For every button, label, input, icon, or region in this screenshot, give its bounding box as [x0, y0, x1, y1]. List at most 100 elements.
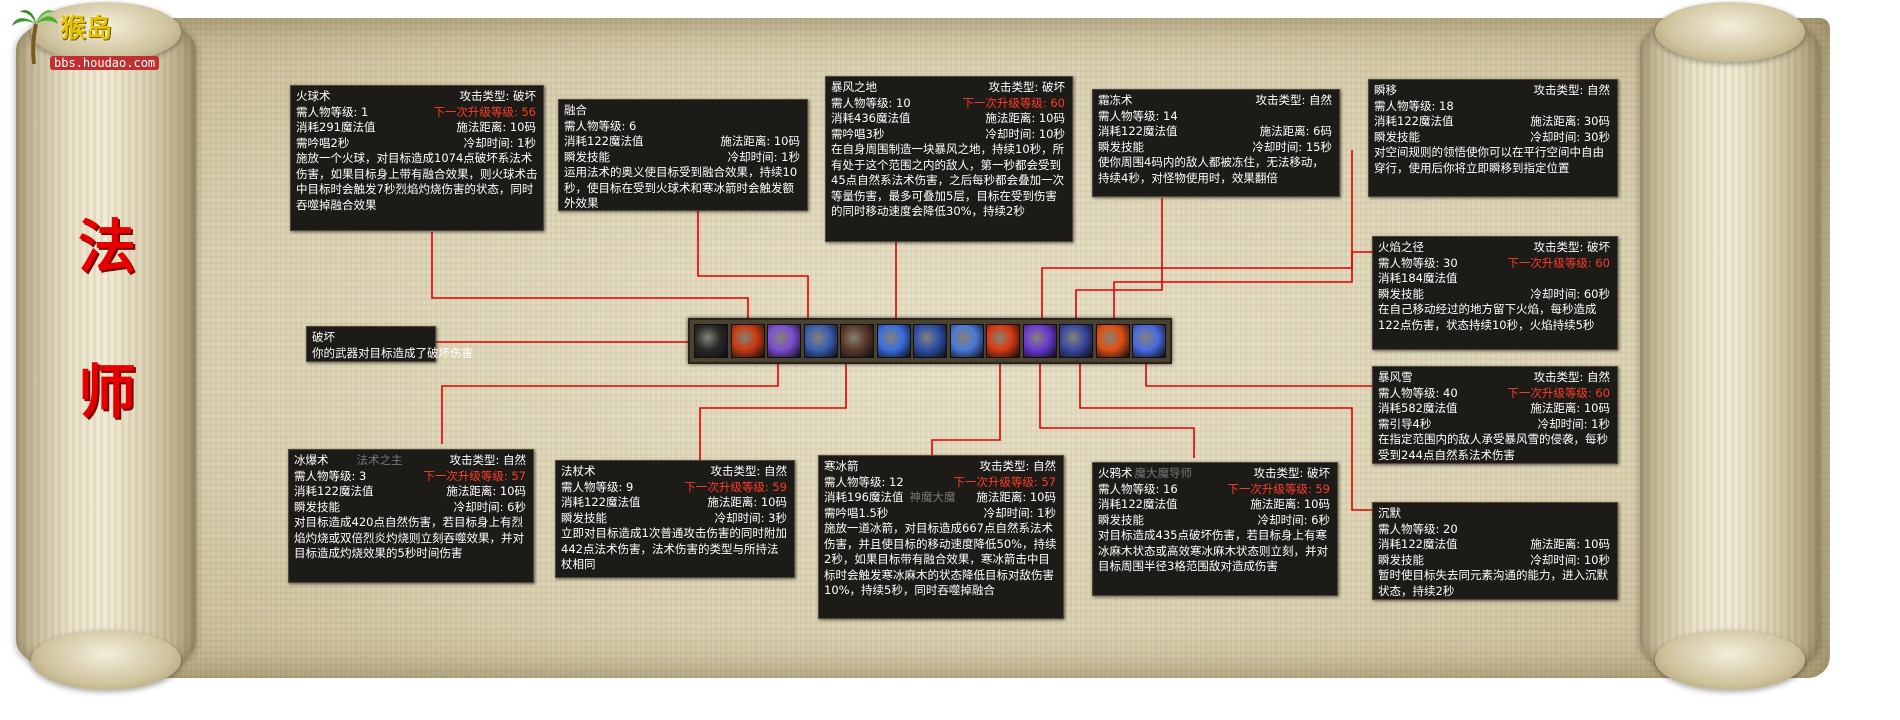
skill-description: 在自己移动经过的地方留下火焰，每秒造成122点伤害，状态持续10秒，火焰持续5秒 — [1378, 302, 1597, 332]
skill-range: 施法距离: 10码 — [976, 490, 1056, 504]
skill-name-text: 火鸦术 — [1098, 466, 1133, 480]
tornado-icon[interactable] — [876, 324, 911, 358]
skill-mana: 消耗122魔法值 — [1378, 537, 1458, 551]
skill-cast: 需吟唱1.5秒 — [824, 505, 889, 520]
skill-next-level: 下一次升级等级: 56 — [433, 104, 536, 119]
flame-explosion-icon[interactable] — [986, 324, 1020, 358]
palm-tree-icon — [12, 10, 58, 65]
skill-range: 施法距离: 10码 — [707, 495, 787, 509]
skill-cast: 瞬发技能 — [294, 499, 340, 514]
skill-mana: 消耗122魔法值 — [561, 495, 641, 509]
skill-description: 你的武器对目标造成了破坏伤害 — [312, 345, 473, 360]
logo-url[interactable]: bbs.houdao.com — [50, 56, 160, 70]
skill-name: 霜冻术 — [1098, 93, 1133, 107]
skill-mana: 消耗122魔法值 — [1374, 114, 1454, 128]
skill-cooldown: 冷却时间: 1秒 — [463, 135, 536, 150]
skill-description: 对目标造成435点破坏伤害，若目标身上有寒冰麻木状态或高效寒冰麻木状态则立刻，并… — [1098, 528, 1328, 573]
skill-cast: 需吟唱3秒 — [831, 126, 885, 141]
skill-level: 需人物等级: 3 — [294, 468, 367, 483]
ice-storm-icon[interactable] — [1132, 324, 1166, 358]
crow-icon[interactable] — [840, 324, 874, 358]
skill-name: 冰爆术法术之主 — [294, 453, 403, 469]
skill-type: 攻击类型: 自然 — [1533, 370, 1610, 384]
skill-level: 需人物等级: 30 — [1378, 255, 1458, 270]
skill-next-level: 下一次升级等级: 59 — [1227, 481, 1330, 496]
skill-type: 攻击类型: 自然 — [710, 464, 787, 478]
skill-cooldown: 冷却时间: 60秒 — [1530, 286, 1610, 301]
skill-range: 施法距离: 10码 — [720, 134, 800, 148]
right-scroll-bottom-curl — [1655, 630, 1805, 690]
vortex-icon[interactable] — [1022, 324, 1057, 358]
skill-panel-silence: 沉默 需人物等级: 20 消耗122魔法值施法距离: 10码 瞬发技能冷却时间:… — [1372, 502, 1618, 600]
skill-name: 暴风雪 — [1378, 370, 1413, 384]
skill-name: 暴风之地 — [831, 80, 877, 94]
ice-arrow-icon[interactable] — [913, 324, 947, 358]
skill-panel-frost: 霜冻术攻击类型: 自然 需人物等级: 14 消耗122魔法值施法距离: 6码 瞬… — [1092, 89, 1340, 197]
skill-mana: 消耗122魔法值 — [1098, 497, 1178, 511]
skill-range: 施法距离: 10码 — [985, 111, 1065, 125]
skill-cooldown: 冷却时间: 6秒 — [1257, 512, 1330, 527]
skill-description: 施放一个火球，对目标造成1074点破坏系法术伤害，如果目标身上带有融合效果，则火… — [296, 151, 538, 212]
skill-cast: 瞬发技能 — [1378, 552, 1424, 567]
skill-mana: 消耗582魔法值 — [1378, 401, 1458, 415]
skill-cast: 瞬发技能 — [1374, 129, 1420, 144]
skill-next-level: 下一次升级等级: 60 — [1507, 385, 1610, 400]
left-scroll-top-curl — [31, 2, 181, 62]
right-scroll-roll — [1640, 2, 1820, 690]
skill-tag: 神魔大魔 — [909, 490, 956, 504]
skill-type: 攻击类型: 自然 — [1255, 93, 1332, 107]
wand-icon[interactable] — [694, 324, 728, 358]
skill-next-level: 下一次升级等级: 57 — [953, 474, 1056, 489]
skill-cooldown: 冷却时间: 15秒 — [1252, 139, 1332, 154]
flame-path-icon[interactable] — [1095, 324, 1130, 358]
blizzard-icon[interactable] — [1059, 324, 1093, 358]
skill-cooldown: 冷却时间: 1秒 — [1537, 416, 1610, 431]
skill-name-text: 冰爆术 — [294, 453, 329, 467]
skill-cast: 瞬发技能 — [561, 510, 607, 525]
staff-skill-icon[interactable] — [803, 324, 838, 358]
skill-mana: 消耗122魔法值 — [564, 134, 644, 148]
skill-description: 立即对目标造成1次普通攻击伤害的同时附加442点法术伤害，法术伤害的类型与所持法… — [561, 526, 787, 571]
skill-mana: 消耗196魔法值神魔大魔 — [824, 490, 955, 506]
left-scroll-roll — [16, 2, 196, 690]
skill-mana: 消耗291魔法值 — [296, 120, 376, 134]
skill-tag: 魔大魔导师 — [1134, 466, 1193, 480]
skill-cooldown: 冷却时间: 1秒 — [983, 505, 1056, 520]
skill-description: 使你周围4码内的敌人都被冻住，无法移动，持续4秒，对怪物使用时，效果翻倍 — [1098, 155, 1324, 185]
skill-type: 攻击类型: 破坏 — [459, 89, 536, 103]
skill-panel-blink: 瞬移攻击类型: 自然 需人物等级: 18 消耗122魔法值施法距离: 30码 瞬… — [1368, 79, 1618, 197]
skill-mana: 消耗184魔法值 — [1378, 271, 1458, 285]
skill-next-level: 下一次升级等级: 59 — [684, 479, 787, 494]
skill-level: 需人物等级: 40 — [1378, 385, 1458, 400]
class-title-char-2: 师 — [78, 358, 137, 426]
skill-level: 需人物等级: 18 — [1374, 98, 1454, 113]
skill-description: 对空间规则的领悟使你可以在平行空间中自由穿行，使用后你将立即瞬移到指定位置 — [1374, 145, 1604, 175]
skill-panel-fusion: 融合 需人物等级: 6 消耗122魔法值施法距离: 10码 瞬发技能冷却时间: … — [558, 99, 808, 211]
skill-range: 施法距离: 30码 — [1530, 114, 1610, 128]
skill-panel-blizzard: 暴风雪 攻击类型: 自然 需人物等级: 40 下一次升级等级: 60 消耗582魔法… — [1372, 366, 1618, 464]
skill-description: 暂时使目标失去同元素沟通的能力，进入沉默状态，持续2秒 — [1378, 568, 1608, 598]
skill-cooldown: 冷却时间: 3秒 — [714, 510, 787, 525]
site-logo[interactable]: 猴岛 bbs.houdao.com — [6, 4, 160, 74]
skill-cooldown: 冷却时间: 6秒 — [453, 499, 526, 514]
skill-range: 施法距离: 10码 — [1530, 537, 1610, 551]
logo-brand: 猴岛 — [60, 14, 113, 44]
skill-cast: 需吟唱2秒 — [296, 135, 350, 150]
frost-icon[interactable] — [949, 324, 984, 358]
skill-range: 施法距离: 6码 — [1259, 124, 1332, 138]
skill-name: 火鸦术魔大魔导师 — [1098, 466, 1192, 482]
fusion-icon[interactable] — [767, 324, 801, 358]
skill-range: 施法距离: 10码 — [1250, 497, 1330, 511]
fireball-icon[interactable] — [730, 324, 765, 358]
skill-type: 攻击类型: 破坏 — [988, 80, 1065, 94]
skill-level: 需人物等级: 10 — [831, 95, 911, 110]
skill-next-level: 下一次升级等级: 60 — [1507, 255, 1610, 270]
skill-cooldown: 冷却时间: 1秒 — [727, 149, 800, 164]
skill-mana: 消耗122魔法值 — [294, 484, 374, 498]
